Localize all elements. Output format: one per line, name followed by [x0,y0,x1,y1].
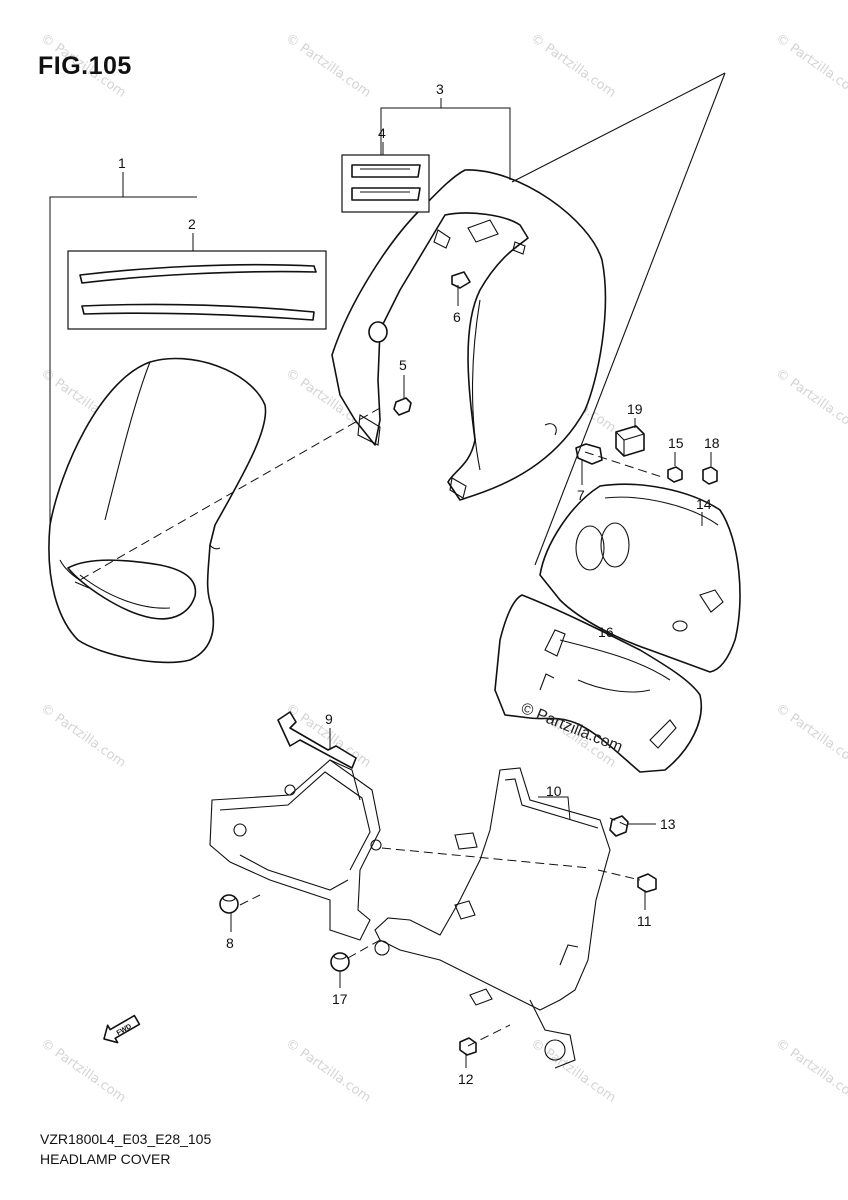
leader-lines [49,98,712,1068]
callout-3: 3 [436,81,444,97]
callout-5: 5 [399,357,407,373]
callout-15: 15 [668,435,684,451]
watermark-text: © Partzilla.com [773,31,848,101]
assembly-lines [79,72,726,1047]
callout-13: 13 [660,816,676,832]
part-15-nut[interactable] [667,466,683,483]
part-1-headlamp-cover[interactable] [48,357,267,664]
part-10-bracket[interactable] [374,767,611,1069]
part-18-nut[interactable] [702,466,718,485]
callout-18: 18 [704,435,720,451]
callout-11: 11 [637,913,652,929]
callout-labels: 1 2 3 4 5 6 7 8 9 10 11 12 13 14 15 16 1… [118,81,720,1087]
callout-16: 16 [598,624,614,640]
part-7-bolt[interactable] [575,443,603,465]
fwd-arrow-icon: FWD [103,1014,141,1044]
part-3-upper-cover[interactable] [331,169,607,501]
callout-4: 4 [378,125,386,141]
callout-19: 19 [627,401,643,417]
watermark-text: © Partzilla.com [283,31,374,101]
callout-10: 10 [546,783,562,799]
watermark-text: © Partzilla.com [528,31,619,101]
callout-9: 9 [325,711,333,727]
part-4-emblem-set[interactable] [341,154,430,213]
watermark-text: © Partzilla.com [773,366,848,436]
part-12-bolt[interactable] [459,1037,477,1056]
callout-2: 2 [188,216,196,232]
callout-6: 6 [453,309,461,325]
part-8-grommet[interactable] [219,894,239,914]
figure-title: FIG.105 [38,52,132,80]
callout-1: 1 [118,155,126,171]
watermark-text: © Partzilla.com [283,1036,374,1106]
callout-8: 8 [226,935,234,951]
callout-7: 7 [577,487,585,503]
part-5-screw[interactable] [393,397,412,416]
callout-14: 14 [696,496,712,512]
part-11-bolt[interactable] [637,873,657,893]
watermark-text: © Partzilla.com [773,701,848,771]
part-13-clip[interactable] [609,815,629,837]
part-2-trim-strips[interactable] [67,250,327,330]
part-16-lower-inner-cover[interactable] [494,594,702,773]
figure-code: VZR1800L4_E03_E28_105 [40,1131,212,1147]
watermark-text: © Partzilla.com [528,1036,619,1106]
watermark-text: © Partzilla.com [38,1036,129,1106]
watermark-text: © Partzilla.com [38,701,129,771]
callout-12: 12 [458,1071,474,1087]
part-17-grommet[interactable] [330,952,350,972]
callout-17: 17 [332,991,348,1007]
watermark-text: © Partzilla.com [773,1036,848,1106]
figure-name: HEADLAMP COVER [40,1151,171,1167]
part-9-bracket[interactable] [209,711,382,941]
part-6-clip[interactable] [451,271,471,289]
part-14-inner-panel[interactable] [539,483,741,673]
part-19-cushion[interactable] [615,425,645,457]
